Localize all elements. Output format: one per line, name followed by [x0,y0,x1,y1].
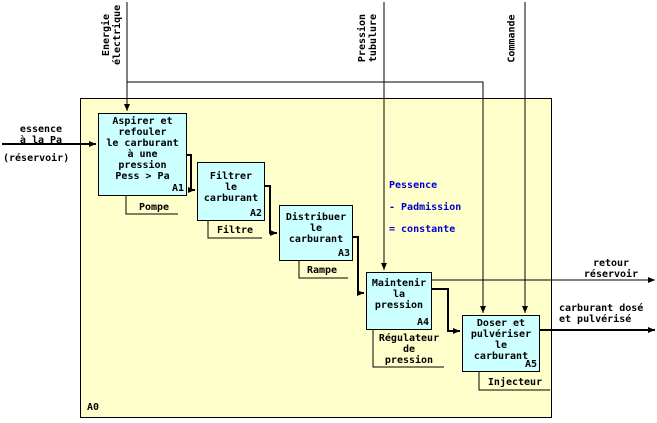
output-label-fuel: carburant dosé et pulvérisé [559,303,644,325]
a4-mechanism-bracket [372,330,444,368]
activity-id-a4: A4 [416,317,429,328]
activity-id-a1: A1 [171,183,184,194]
output-label-return: retour réservoir [583,258,639,280]
activity-box-a5: Doser et pulvériser le carburant A5 [462,315,540,372]
a1-mechanism-bracket [125,196,178,215]
annotation-line-3: = constante [389,224,456,235]
control-label-pressure: Pression tubulure [357,13,379,63]
activity-label-a5: Doser et pulvériser le carburant [470,318,532,362]
a3-mechanism-bracket [298,261,348,279]
activity-id-a2: A2 [249,208,262,219]
a1-a2-flow [187,154,195,193]
mechanism-label-a2: Filtre [216,225,254,236]
mechanism-label-a5: Injecteur [487,377,543,388]
activity-label-a3: Distribuer le carburant [285,212,347,245]
mechanism-label-a4: Régulateur de pression [378,333,440,366]
activity-box-a2: Filtrer le carburant A2 [197,162,265,221]
activity-label-a4: Maintenir la pression [371,278,427,311]
input-label-fuel: essence à la Pa [19,124,63,146]
activity-box-a4: Maintenir la pression A4 [366,272,432,330]
mechanism-label-a3: Rampe [306,265,338,276]
frame-id-label: A0 [87,402,100,413]
activity-id-a5: A5 [524,359,537,370]
annotation-line-1: Pessence [389,180,438,191]
annotation-line-2: - Padmission [389,202,462,213]
control-label-command: Commande [506,14,518,63]
a2-a3-flow [265,185,277,236]
a4-a5-flow [432,288,460,334]
activity-id-a3: A3 [337,248,350,259]
a3-a4-flow [353,236,364,296]
pressure-annotation: Pessence - Padmission = constante [389,169,461,246]
activity-label-a2: Filtrer le carburant [203,171,259,204]
activity-box-a3: Distribuer le carburant A3 [279,205,353,261]
a2-mechanism-bracket [207,221,262,239]
energy-to-a5-arrow [127,81,486,313]
control-label-energy: Energie électrique [101,4,123,65]
a5-mechanism-bracket [478,372,550,391]
input-label-tank: (réservoir) [3,153,70,164]
activity-box-a1: Aspirer et refouler le carburant à une p… [98,113,187,196]
mechanism-label-a1: Pompe [138,202,170,213]
activity-label-a1: Aspirer et refouler le carburant à une p… [106,116,179,182]
